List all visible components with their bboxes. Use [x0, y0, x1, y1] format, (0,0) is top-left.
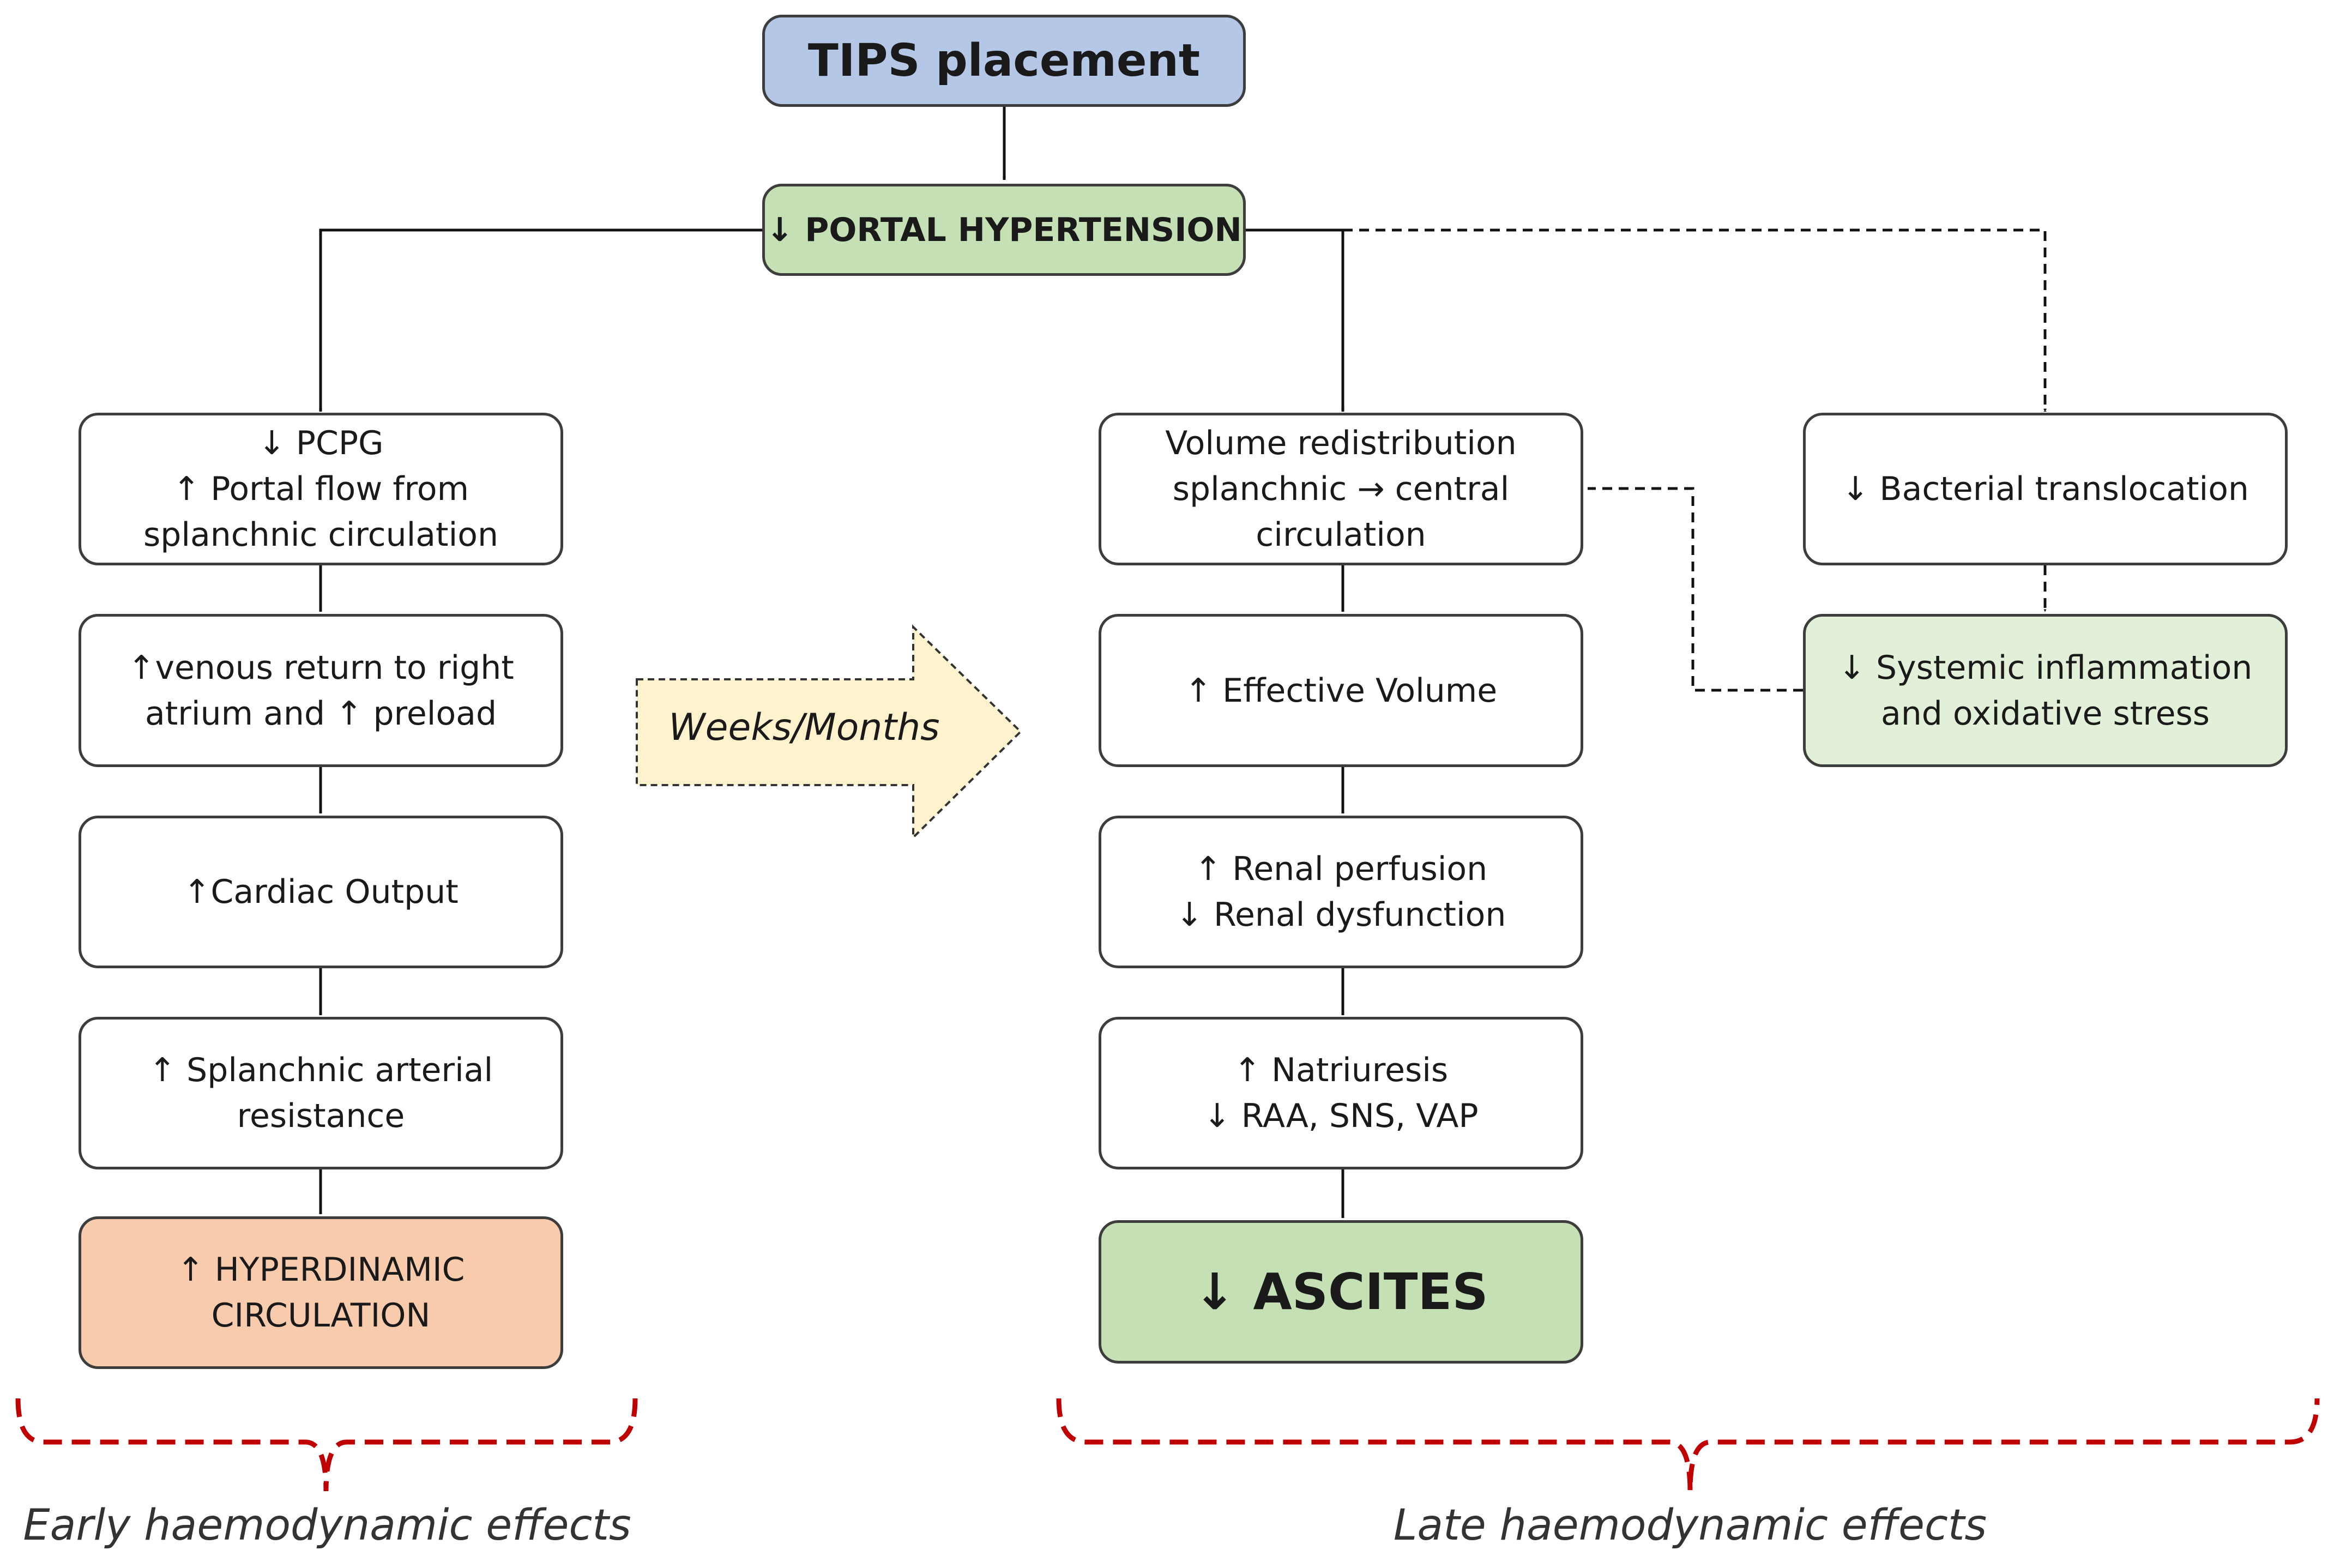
weeks-months-label: Weeks/Months	[668, 706, 940, 749]
hyperdinamic-line-2: CIRCULATION	[211, 1296, 431, 1335]
volume-redistribution-line-3: circulation	[1256, 516, 1426, 554]
volume-redistribution-box: Volume redistribution splanchnic → centr…	[1099, 413, 1583, 565]
effective-volume-box: ↑ Effective Volume	[1099, 614, 1583, 767]
volume-redistribution-line-2: splanchnic → central	[1172, 470, 1510, 508]
systemic-inflammation-box: ↓ Systemic inflammation and oxidative st…	[1803, 614, 2288, 767]
renal-perfusion-box: ↑ Renal perfusion ↓ Renal dysfunction	[1099, 816, 1583, 968]
volume-redistribution-line-1: Volume redistribution	[1165, 424, 1517, 462]
pcpg-line-3: splanchnic circulation	[143, 516, 498, 554]
bacterial-translocation-text: ↓ Bacterial translocation	[1842, 470, 2249, 508]
renal-perfusion-line-1: ↑ Renal perfusion	[1194, 850, 1488, 888]
systemic-inflammation-line-2: and oxidative stress	[1880, 694, 2210, 733]
tips-placement-box: TIPS placement	[762, 15, 1246, 107]
splanchnic-resistance-box: ↑ Splanchnic arterial resistance	[79, 1017, 563, 1169]
connector-portal-volume	[1246, 228, 1344, 412]
venous-return-line-2: atrium and ↑ preload	[144, 694, 497, 733]
systemic-inflammation-line-1: ↓ Systemic inflammation	[1838, 648, 2253, 687]
natriuresis-box: ↑ Natriuresis ↓ RAA, SNS, VAP	[1099, 1017, 1583, 1169]
early-effects-bracket	[15, 1398, 638, 1492]
ascites-box: ↓ ASCITES	[1099, 1220, 1583, 1364]
splanchnic-resistance-line-2: resistance	[237, 1097, 405, 1135]
splanchnic-resistance-line-1: ↑ Splanchnic arterial	[148, 1051, 493, 1089]
weeks-months-arrow	[636, 624, 1022, 840]
venous-return-line-1: ↑venous return to right	[128, 648, 514, 687]
bacterial-translocation-box: ↓ Bacterial translocation	[1803, 413, 2288, 565]
effective-volume-text: ↑ Effective Volume	[1184, 671, 1498, 710]
hyperdinamic-circulation-box: ↑ HYPERDINAMIC CIRCULATION	[79, 1216, 563, 1369]
connector-systemic-volume	[1587, 487, 1803, 692]
tips-placement-text: TIPS placement	[807, 34, 1201, 87]
late-effects-bracket	[1056, 1398, 2320, 1492]
connector-portal-bacterial	[1343, 228, 2047, 412]
pcpg-box: ↓ PCPG ↑ Portal flow from splanchnic cir…	[79, 413, 563, 565]
late-effects-label: Late haemodynamic effects	[1393, 1501, 1987, 1550]
cardiac-output-text: ↑Cardiac Output	[183, 873, 459, 911]
natriuresis-line-2: ↓ RAA, SNS, VAP	[1203, 1097, 1479, 1135]
portal-hypertension-text: ↓ PORTAL HYPERTENSION	[766, 210, 1242, 249]
natriuresis-line-1: ↑ Natriuresis	[1233, 1051, 1449, 1089]
hyperdinamic-line-1: ↑ HYPERDINAMIC	[177, 1251, 465, 1289]
cardiac-output-box: ↑Cardiac Output	[79, 816, 563, 968]
pcpg-line-2: ↑ Portal flow from	[172, 470, 469, 508]
renal-perfusion-line-2: ↓ Renal dysfunction	[1175, 896, 1506, 934]
pcpg-line-1: ↓ PCPG	[258, 424, 384, 462]
ascites-text: ↓ ASCITES	[1193, 1262, 1488, 1321]
portal-hypertension-box: ↓ PORTAL HYPERTENSION	[762, 184, 1246, 276]
venous-return-box: ↑venous return to right atrium and ↑ pre…	[79, 614, 563, 767]
connector-portal-pcpg	[319, 228, 762, 412]
early-effects-label: Early haemodynamic effects	[23, 1501, 631, 1550]
